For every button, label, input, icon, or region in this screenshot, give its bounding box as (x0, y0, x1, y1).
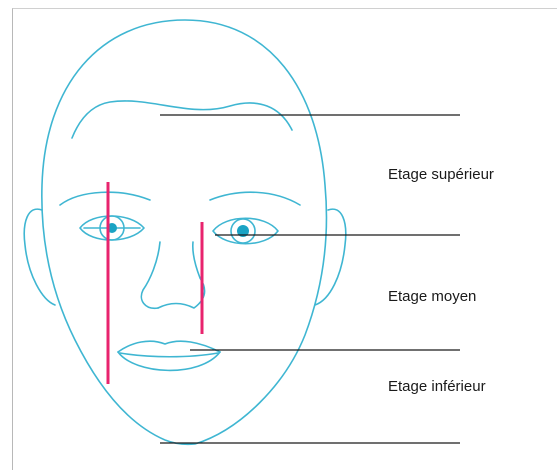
label-lower-stage: Etage inférieur (388, 378, 486, 395)
right-eyebrow (210, 192, 300, 205)
lip-line (120, 353, 218, 357)
label-upper-stage: Etage supérieur (388, 166, 494, 183)
left-ear (24, 209, 55, 305)
hairline (72, 101, 292, 138)
nose-bridge (141, 242, 160, 308)
right-ear (315, 209, 346, 305)
left-eyebrow (60, 192, 150, 205)
nose-bottom (158, 242, 205, 308)
label-middle-stage: Etage moyen (388, 288, 476, 305)
